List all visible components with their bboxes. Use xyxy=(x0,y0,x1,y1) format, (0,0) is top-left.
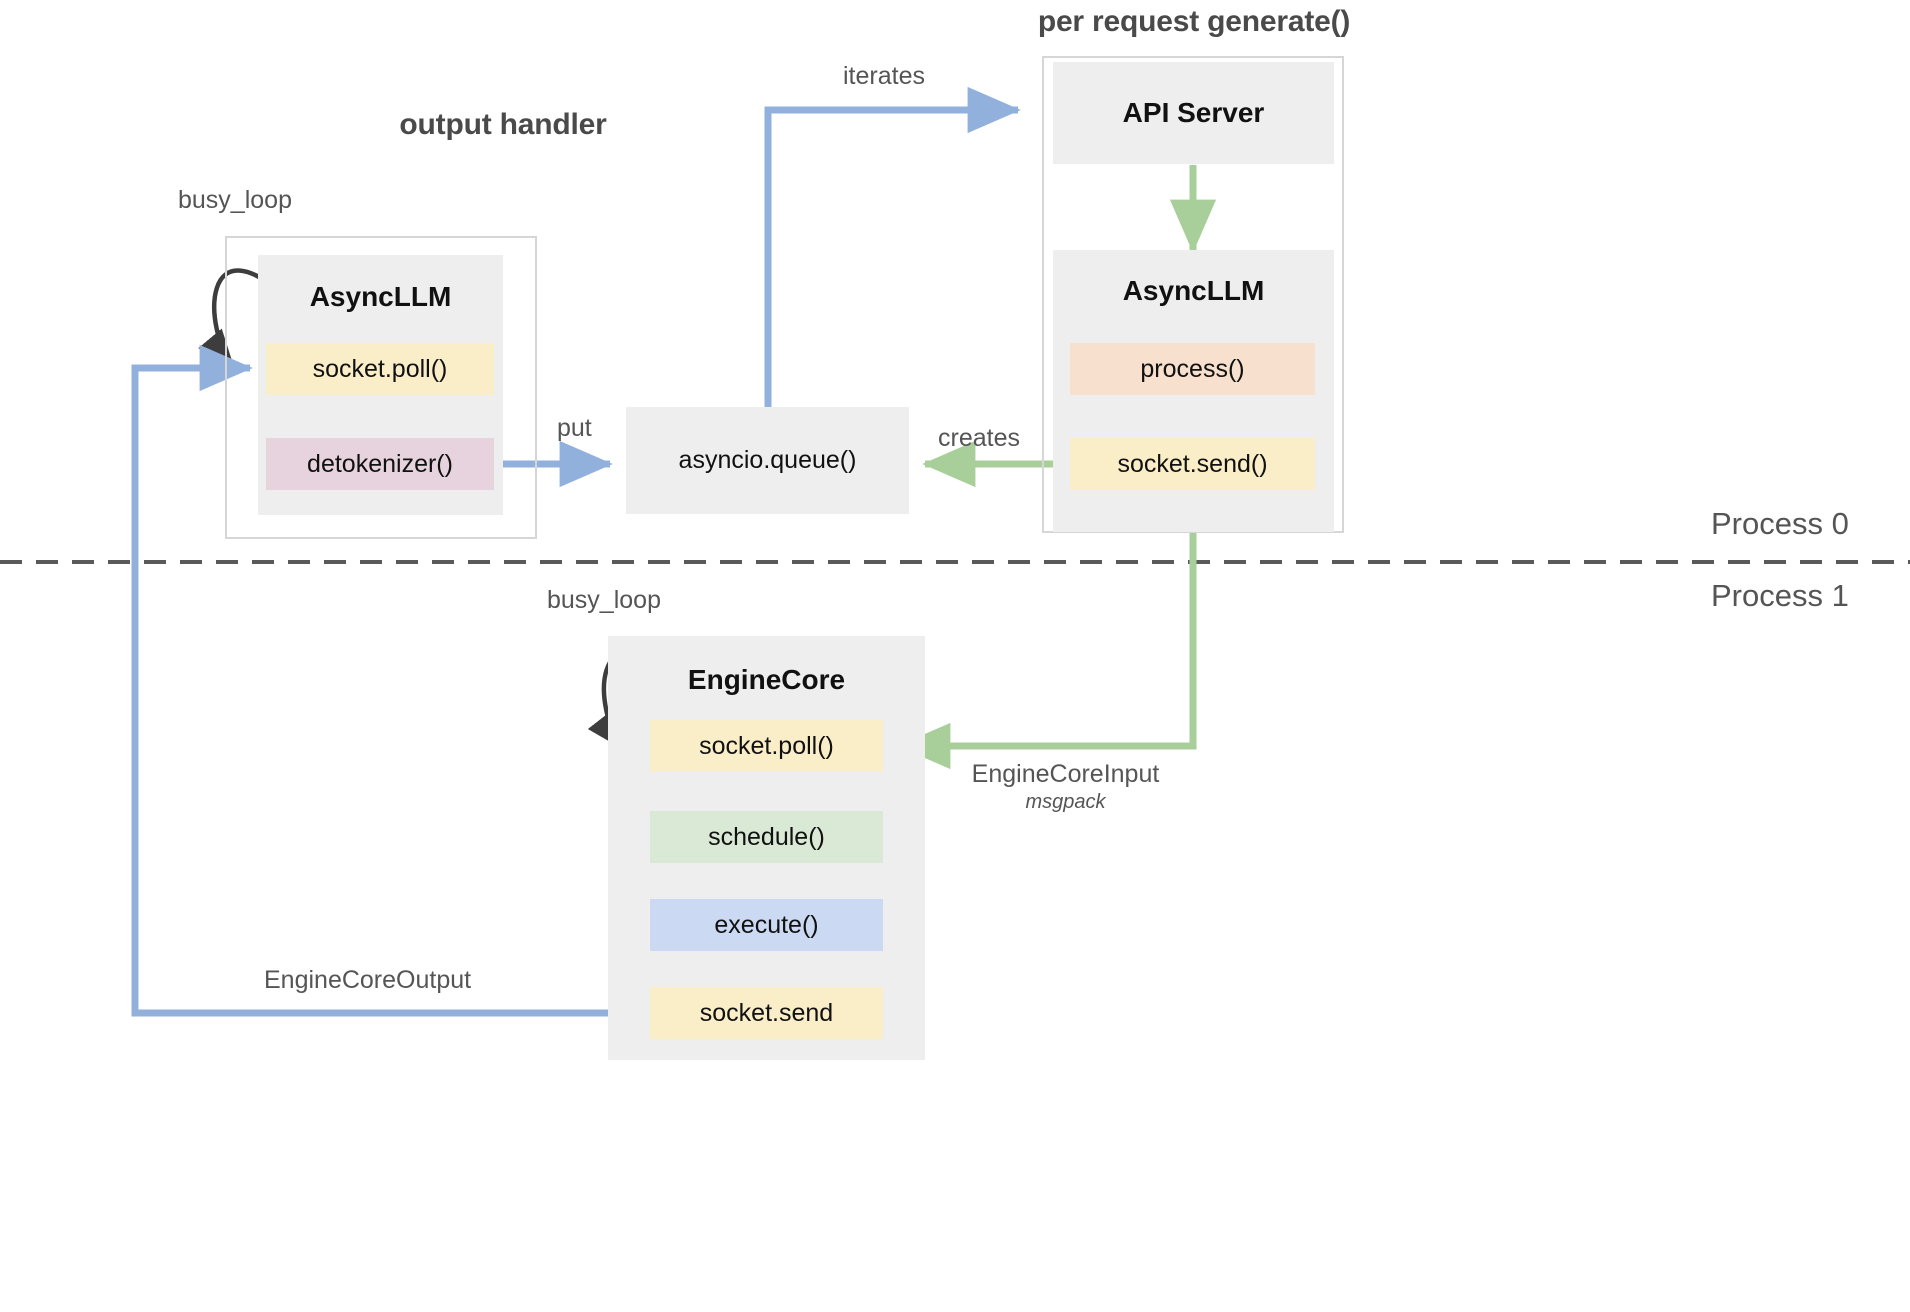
busy-loop-label-asyncllm: busy_loop xyxy=(178,186,292,214)
process-1-label: Process 1 xyxy=(1711,578,1849,613)
engine-core-input-label-group: EngineCoreInput msgpack xyxy=(958,760,1173,814)
iterates-arrow xyxy=(764,86,1021,412)
iterates-label: iterates xyxy=(843,62,925,90)
async-llm-per-request-title: AsyncLLM xyxy=(1122,275,1265,306)
put-label: put xyxy=(557,414,592,442)
async-llm-socket-send-box[interactable]: socket.send() xyxy=(1070,438,1315,490)
asyncio-queue-label: asyncio.queue() xyxy=(678,446,857,474)
creates-label: creates xyxy=(938,424,1020,452)
async-llm-output-handler-title: AsyncLLM xyxy=(309,281,452,312)
busy-loop-label-enginecore: busy_loop xyxy=(547,586,661,614)
output-handler-container xyxy=(225,236,537,539)
engine-core-schedule-box[interactable]: schedule() xyxy=(650,811,883,863)
async-llm-process-box[interactable]: process() xyxy=(1070,343,1315,395)
per-request-title: per request generate() xyxy=(1037,5,1351,38)
engine-core-socket-poll-box[interactable]: socket.poll() xyxy=(650,720,883,772)
async-llm-detokenizer-box[interactable]: detokenizer() xyxy=(266,438,494,490)
engine-core-socket-send-box[interactable]: socket.send xyxy=(650,987,883,1039)
engine-core-output-label: EngineCoreOutput xyxy=(264,966,472,994)
per-request-container xyxy=(1042,56,1344,533)
engine-core-input-label: EngineCoreInput xyxy=(971,760,1160,788)
api-server-box[interactable]: API Server xyxy=(1053,62,1334,164)
process-0-label: Process 0 xyxy=(1711,506,1849,541)
asyncio-queue-box[interactable]: asyncio.queue() xyxy=(626,407,909,514)
engine-core-execute-box[interactable]: execute() xyxy=(650,899,883,951)
engine-core-title: EngineCore xyxy=(687,664,846,695)
engine-core-input-sublabel: msgpack xyxy=(1025,791,1106,813)
async-llm-socket-poll-box[interactable]: socket.poll() xyxy=(266,343,494,395)
output-handler-title: output handler xyxy=(399,108,607,141)
api-server-title: API Server xyxy=(1122,97,1265,128)
